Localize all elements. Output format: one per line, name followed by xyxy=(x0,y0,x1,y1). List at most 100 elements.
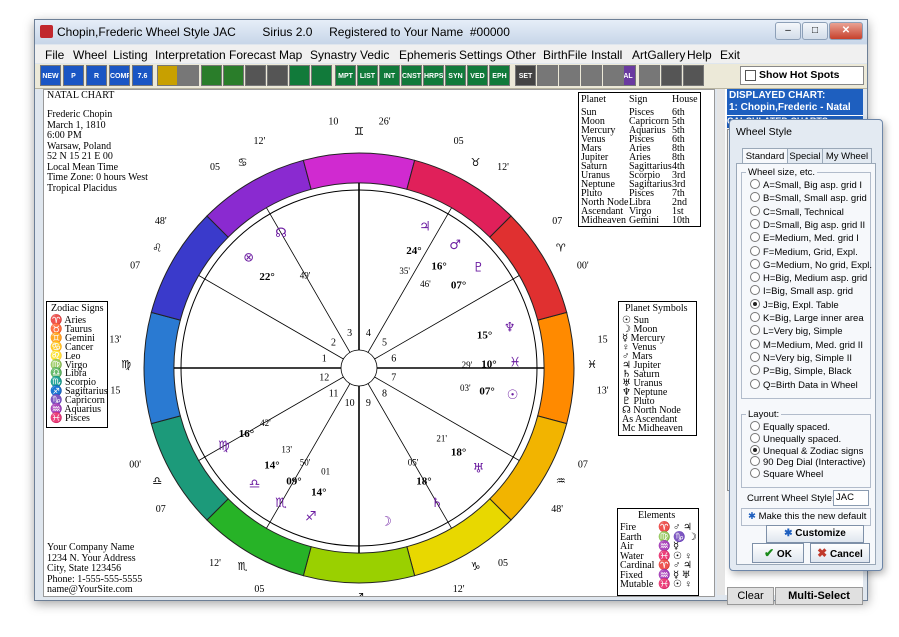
radio-button[interactable] xyxy=(750,365,760,376)
radio-button[interactable] xyxy=(750,258,760,269)
show-hot-spots-toggle[interactable]: Show Hot Spots xyxy=(740,66,864,85)
radio-button[interactable] xyxy=(750,468,760,479)
menu-map[interactable]: Map xyxy=(279,48,303,62)
layout-option[interactable]: Unequal & Zodiac signs xyxy=(750,444,863,457)
menu-exit[interactable]: Exit xyxy=(720,48,741,62)
layout-option[interactable]: Square Wheel xyxy=(750,468,823,480)
radio-button[interactable] xyxy=(750,179,760,189)
toolbar-hrps-button[interactable]: HRPS xyxy=(423,65,444,86)
panel-scrollbar[interactable] xyxy=(717,89,725,595)
displayed-chart-box[interactable]: DISPLAYED CHART: 1: Chopin,Frederic - Na… xyxy=(727,89,863,115)
wheel-size-option[interactable]: B=Small, Small asp. grid xyxy=(750,192,867,204)
planet-glyph[interactable]: ♄ xyxy=(431,496,443,511)
radio-button[interactable] xyxy=(750,421,760,431)
clock-icon[interactable] xyxy=(537,65,558,86)
menu-artgallery[interactable]: ArtGallery xyxy=(632,48,686,62)
wheel-size-option[interactable]: A=Small, Big asp. grid I xyxy=(750,179,862,191)
planet-glyph[interactable]: ♐ xyxy=(305,509,317,524)
wheel-size-option[interactable]: J=Big, Expl. Table xyxy=(750,298,839,311)
toolbar-p-button[interactable]: P xyxy=(63,65,84,86)
zodiac-segment-pisces[interactable] xyxy=(489,215,568,321)
radio-button[interactable] xyxy=(750,432,760,443)
radio-button[interactable] xyxy=(750,205,760,216)
wheel-size-option[interactable]: G=Medium, No grid, Expl. xyxy=(750,258,872,271)
info-icon[interactable] xyxy=(603,65,624,86)
planet-glyph[interactable]: ♅ xyxy=(473,461,485,476)
natal-wheel[interactable]: ♊1026'♉0512'♈0700'♓1513'♒0748'♑0512'♐102… xyxy=(44,90,714,596)
planet-glyph[interactable]: ♓ xyxy=(509,356,521,371)
tab-standard[interactable]: Standard xyxy=(742,148,788,164)
ok-button[interactable]: ✔ OK xyxy=(752,543,804,563)
toolbar-76-button[interactable]: 7.6 xyxy=(132,65,153,86)
menu-synastry[interactable]: Synastry xyxy=(310,48,357,62)
toolbar-new-button[interactable]: NEW xyxy=(40,65,61,86)
radio-button[interactable] xyxy=(750,298,760,309)
radio-button[interactable] xyxy=(750,378,760,389)
radio-button[interactable] xyxy=(750,218,760,229)
menu-birthfile[interactable]: BirthFile xyxy=(543,48,588,62)
email-icon[interactable] xyxy=(267,65,288,86)
toolbar-r-button[interactable]: R xyxy=(86,65,107,86)
zodiac-segment-scorpio[interactable] xyxy=(150,215,229,321)
zodiac-segment-leo[interactable] xyxy=(206,498,312,577)
wheel-size-option[interactable]: K=Big, Large inner area xyxy=(750,312,864,324)
zodiac-segment-gemini[interactable] xyxy=(406,498,512,577)
wheel-size-option[interactable]: P=Big, Simple, Black xyxy=(750,365,851,377)
menu-wheel[interactable]: Wheel xyxy=(73,48,108,62)
wheel-size-option[interactable]: E=Medium, Med. grid I xyxy=(750,232,859,244)
menu-listing[interactable]: Listing xyxy=(113,48,148,62)
planet-glyph[interactable]: ♇ xyxy=(473,261,485,276)
toolbar-list-button[interactable]: LIST xyxy=(357,65,378,86)
planet-glyph[interactable]: ♆ xyxy=(504,321,516,336)
star-icon[interactable] xyxy=(639,65,660,86)
tab-my-wheel[interactable]: My Wheel xyxy=(822,148,872,164)
wheel-size-option[interactable]: C=Small, Technical xyxy=(750,205,844,218)
menu-install[interactable]: Install xyxy=(591,48,623,62)
planet-glyph[interactable]: ☽ xyxy=(380,515,392,530)
layout-option[interactable]: Unequally spaced. xyxy=(750,432,841,445)
show-hot-spots-checkbox[interactable] xyxy=(745,70,756,81)
cancel-button[interactable]: ✖ Cancel xyxy=(810,543,870,563)
maximize-button[interactable]: □ xyxy=(802,22,828,40)
wheel-size-option[interactable]: M=Medium, Med. grid II xyxy=(750,338,863,351)
toolbar-mpt-button[interactable]: MPT xyxy=(335,65,356,86)
planet-glyph[interactable]: ♂ xyxy=(449,238,461,253)
planet-glyph[interactable]: ☊ xyxy=(275,226,287,241)
radio-button[interactable] xyxy=(750,272,760,283)
zodiac-segment-sagittarius[interactable] xyxy=(206,159,312,238)
grid-icon[interactable] xyxy=(178,65,199,86)
radio-button[interactable] xyxy=(750,245,760,256)
radio-button[interactable] xyxy=(750,192,760,203)
open-icon[interactable] xyxy=(201,65,222,86)
menu-settings[interactable]: Settings xyxy=(459,48,503,62)
planet-glyph[interactable]: ♏ xyxy=(275,496,287,511)
tools-icon[interactable] xyxy=(559,65,580,86)
wheel-size-option[interactable]: F=Medium, Grid, Expl. xyxy=(750,245,858,258)
wheel-size-option[interactable]: D=Small, Big asp. grid II xyxy=(750,218,865,231)
wheel-size-option[interactable]: N=Very big, Simple II xyxy=(750,351,852,364)
multi-select-button[interactable]: Multi-Select xyxy=(775,587,863,605)
toolbar-set-button[interactable]: SET xyxy=(515,65,536,86)
wheel-size-option[interactable]: I=Big, Small asp. grid xyxy=(750,285,853,297)
layout-option[interactable]: 90 Deg Dial (Interactive) xyxy=(750,456,865,468)
radio-button[interactable] xyxy=(750,351,760,362)
chart-tool-icon[interactable] xyxy=(157,65,178,86)
wheel-icon[interactable] xyxy=(289,65,310,86)
clear-button[interactable]: Clear xyxy=(727,587,774,605)
menu-ephemeris[interactable]: Ephemeris xyxy=(399,48,457,62)
close-button[interactable]: ✕ xyxy=(829,22,863,40)
wheel-size-option[interactable]: L=Very big, Simple xyxy=(750,325,842,337)
radio-button[interactable] xyxy=(750,285,760,296)
toolbar-comp-button[interactable]: COMP xyxy=(109,65,130,86)
radio-button[interactable] xyxy=(750,312,760,322)
menu-interpretation[interactable]: Interpretation xyxy=(155,48,226,62)
toolbar-syn-button[interactable]: SYN xyxy=(445,65,466,86)
wheel-size-option[interactable]: H=Big, Medium asp. grid xyxy=(750,272,867,284)
wheel2-icon[interactable] xyxy=(311,65,332,86)
radio-button[interactable] xyxy=(750,232,760,243)
toolbar-ved-button[interactable]: VED xyxy=(467,65,488,86)
radio-button[interactable] xyxy=(750,444,760,455)
menu-file[interactable]: File xyxy=(45,48,65,62)
make-default-button[interactable]: ✱ Make this the new default xyxy=(741,508,871,526)
toolbar-cnst-button[interactable]: CNST xyxy=(401,65,422,86)
